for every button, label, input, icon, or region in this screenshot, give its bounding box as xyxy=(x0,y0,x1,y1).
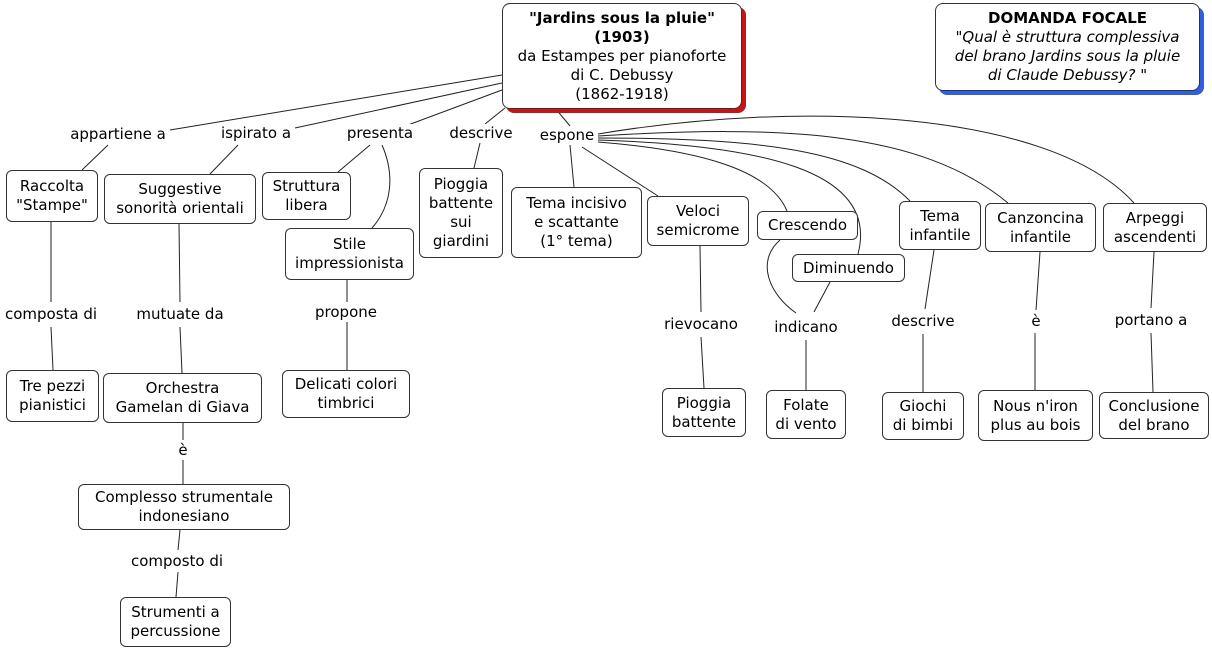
line-crescendo-indicano xyxy=(766,239,797,314)
line-suggestive-mutuate xyxy=(178,223,181,303)
line-arpeggi-portano xyxy=(1150,251,1155,309)
line-composto-strumenti xyxy=(175,571,179,598)
node-nous[interactable]: Nous n'iron plus au bois xyxy=(978,390,1093,441)
line-rievocano-pioggia xyxy=(700,336,705,389)
node-stile[interactable]: Stile impressionista xyxy=(285,228,414,280)
node-pioggia-battente[interactable]: Pioggia battente xyxy=(662,388,746,437)
line-espone-canzoncina xyxy=(597,131,1009,204)
line-espone-veloci xyxy=(581,146,659,197)
link-label-indicano: indicano xyxy=(771,318,841,336)
line-main-appartiene xyxy=(169,74,503,131)
line-tema-infantile-descrive xyxy=(924,249,935,310)
line-presenta-stile xyxy=(371,144,391,229)
focus-question-text: "Qual è struttura complessiva del brano … xyxy=(954,28,1181,84)
node-delicati[interactable]: Delicati colori timbrici xyxy=(282,370,410,418)
line-main-ispirato xyxy=(294,82,503,129)
line-canzoncina-e xyxy=(1035,251,1041,311)
line-main-espone xyxy=(554,107,571,127)
link-label-espone: espone xyxy=(536,126,598,144)
node-giochi[interactable]: Giochi di bimbi xyxy=(882,392,964,440)
node-struttura[interactable]: Struttura libera xyxy=(262,172,351,220)
link-label-e-canzoncina: è xyxy=(1028,312,1044,330)
node-pioggia-giardini[interactable]: Pioggia battente sui giardini xyxy=(419,168,503,258)
line-composta-trepezzi xyxy=(50,326,54,371)
line-descrive-pioggia xyxy=(473,142,481,169)
line-ispirato-suggestive xyxy=(209,144,239,175)
node-tema-infantile[interactable]: Tema infantile xyxy=(899,201,981,250)
line-espone-diminuendo xyxy=(597,139,861,255)
node-tema-incisivo[interactable]: Tema incisivo e scattante (1° tema) xyxy=(511,187,642,258)
link-label-descrive-infantile: descrive xyxy=(888,312,958,330)
link-label-composto: composto di xyxy=(127,552,227,570)
main-topic-title: "Jardins sous la pluie" (1903) xyxy=(529,8,715,46)
line-espone-arpeggi xyxy=(597,115,1135,204)
link-label-appartiene: appartiene a xyxy=(67,125,169,143)
link-label-descrive: descrive xyxy=(446,124,516,142)
line-veloci-rievocano xyxy=(699,245,702,313)
link-label-mutuate: mutuate da xyxy=(133,305,227,323)
node-conclusione[interactable]: Conclusione del brano xyxy=(1099,392,1209,439)
line-complesso-composto xyxy=(177,529,181,551)
focus-question-title: DOMANDA FOCALE xyxy=(988,9,1147,27)
line-diminuendo-indicano xyxy=(813,281,831,313)
line-espone-tema-infantile xyxy=(597,137,911,202)
line-main-presenta xyxy=(399,89,503,129)
focus-question-node[interactable]: DOMANDA FOCALE "Qual è struttura comples… xyxy=(935,3,1200,91)
link-label-ispirato: ispirato a xyxy=(217,124,295,142)
line-main-descrive xyxy=(484,107,506,125)
node-orchestra[interactable]: Orchestra Gamelan di Giava xyxy=(103,373,262,423)
line-espone-crescendo xyxy=(597,141,788,212)
node-arpeggi[interactable]: Arpeggi ascendenti xyxy=(1103,203,1207,252)
line-presenta-struttura xyxy=(337,144,371,173)
link-label-e-orchestra: è xyxy=(175,441,191,459)
node-diminuendo[interactable]: Diminuendo xyxy=(792,254,905,282)
main-topic-node[interactable]: "Jardins sous la pluie" (1903) da Estamp… xyxy=(502,3,742,109)
node-folate[interactable]: Folate di vento xyxy=(766,390,846,439)
link-label-rievocano: rievocano xyxy=(661,315,741,333)
node-tre-pezzi[interactable]: Tre pezzi pianistici xyxy=(6,370,99,422)
node-canzoncina[interactable]: Canzoncina infantile xyxy=(985,203,1096,252)
main-topic-subtitle: da Estampes per pianoforte di C. Debussy… xyxy=(517,46,727,103)
link-label-portano: portano a xyxy=(1111,311,1191,329)
link-label-composta: composta di xyxy=(1,305,101,323)
line-mutuate-orchestra xyxy=(179,326,183,374)
node-strumenti[interactable]: Strumenti a percussione xyxy=(120,597,231,647)
node-raccolta[interactable]: Raccolta "Stampe" xyxy=(6,170,98,222)
node-complesso[interactable]: Complesso strumentale indonesiano xyxy=(78,484,290,530)
line-portano-conclusione xyxy=(1150,332,1154,393)
line-espone-tema xyxy=(569,144,575,188)
link-label-propone: propone xyxy=(312,303,380,321)
node-suggestive[interactable]: Suggestive sonorità orientali xyxy=(104,174,256,224)
node-veloci[interactable]: Veloci semicrome xyxy=(647,196,749,246)
line-appartiene-raccolta xyxy=(81,144,109,171)
node-crescendo[interactable]: Crescendo xyxy=(757,211,858,240)
link-label-presenta: presenta xyxy=(343,124,417,142)
